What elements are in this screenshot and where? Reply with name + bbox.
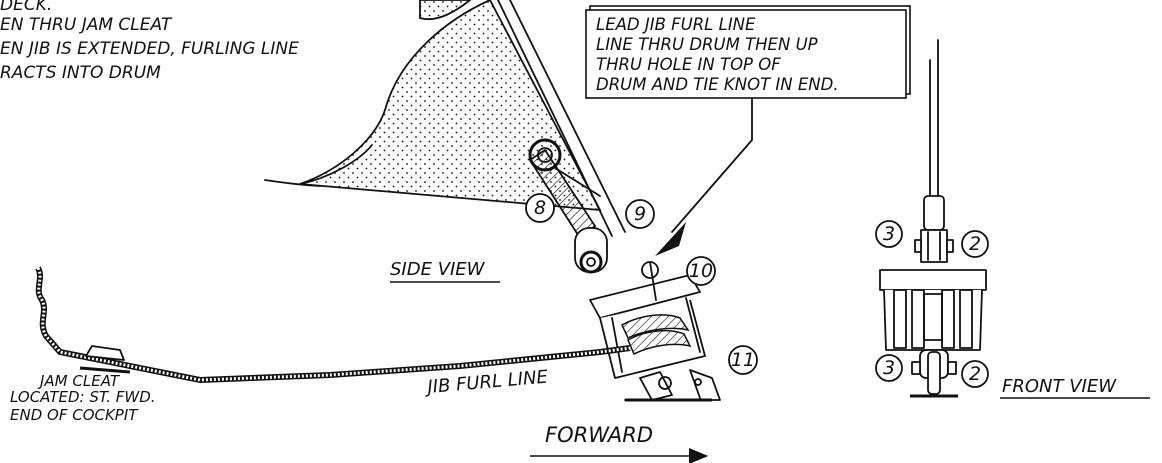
note-line-2: EN THRU JAM CLEAT [0, 15, 173, 35]
callout-line-1: LEAD JIB FURL LINE [596, 15, 756, 34]
note-line-1: DECK. [0, 0, 52, 15]
callout-10: 10 [689, 260, 713, 282]
jam-cleat-note: JAM CLEAT LOCATED: ST. FWD. END OF COCKP… [10, 372, 156, 424]
front-callout-3-top: 3 [883, 223, 895, 245]
front-callout-3-bottom: 3 [883, 357, 895, 379]
forward-label: FORWARD [545, 423, 653, 447]
leader-arrow-head [655, 222, 686, 256]
callout-11: 11 [731, 349, 755, 371]
front-callout-2-bottom: 2 [969, 363, 981, 385]
top-left-notes: DECK. EN THRU JAM CLEAT EN JIB IS EXTEND… [0, 0, 299, 83]
callout-line-4: DRUM AND TIE KNOT IN END. [596, 75, 839, 94]
furler-link [528, 138, 608, 274]
front-callout-2-top: 2 [969, 233, 981, 255]
front-view-label: FRONT VIEW [1002, 376, 1117, 397]
note-line-3: EN JIB IS EXTENDED, FURLING LINE [0, 39, 299, 59]
jam-cleat [79, 345, 131, 374]
jib-sail [264, 0, 626, 237]
jam-cleat-line-2: LOCATED: ST. FWD. [10, 388, 156, 406]
furler-drum [589, 261, 721, 402]
jib-furl-line-label: JIB FURL LINE [424, 366, 550, 398]
jam-cleat-line-3: END OF COCKPIT [10, 406, 139, 424]
note-line-4: RACTS INTO DRUM [0, 63, 161, 83]
jib-furl-line-rope [35, 266, 631, 384]
callout-box: LEAD JIB FURL LINE LINE THRU DRUM THEN U… [585, 5, 911, 256]
side-view-label: SIDE VIEW [390, 259, 486, 280]
front-view-furler: 3 2 3 2 [875, 39, 989, 398]
callout-line-2: LINE THRU DRUM THEN UP [596, 35, 818, 54]
jam-cleat-line-1: JAM CLEAT [37, 372, 121, 390]
side-callouts: 8 9 10 11 [525, 193, 758, 375]
callout-9: 9 [634, 203, 646, 225]
callout-8: 8 [534, 197, 546, 219]
callout-line-3: THRU HOLE IN TOP OF [596, 55, 781, 74]
forward-indicator: FORWARD [530, 423, 709, 463]
